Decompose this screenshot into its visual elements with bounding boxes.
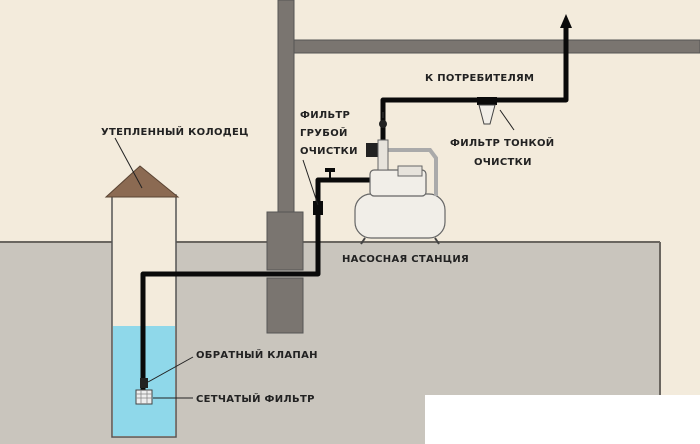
tap-handle bbox=[325, 168, 335, 172]
well-roof bbox=[104, 165, 180, 198]
fine-filter-housing bbox=[477, 97, 497, 105]
label-fine-filter-2: ОЧИСТКИ bbox=[474, 157, 532, 168]
label-to-consumers: К ПОТРЕБИТЕЛЯМ bbox=[425, 73, 534, 84]
label-fine-filter-1: ФИЛЬТР ТОНКОЙ bbox=[450, 136, 554, 149]
ceiling-beam bbox=[293, 39, 700, 54]
check-valve bbox=[140, 378, 148, 388]
coarse-filter-body bbox=[313, 201, 323, 215]
label-mesh-filter: СЕТЧАТЫЙ ФИЛЬТР bbox=[196, 392, 315, 405]
house-wall bbox=[277, 0, 295, 213]
foundation-lower bbox=[266, 277, 304, 334]
label-coarse-filter-3: ОЧИСТКИ bbox=[300, 146, 358, 157]
blank-corner bbox=[425, 395, 700, 444]
arrow-up-icon bbox=[560, 14, 572, 28]
pump-station bbox=[354, 112, 446, 245]
label-pump-station: НАСОСНАЯ СТАНЦИЯ bbox=[342, 254, 469, 265]
mesh-filter bbox=[135, 389, 153, 405]
pressure-gauge bbox=[366, 143, 378, 157]
pump-tank bbox=[354, 193, 446, 239]
leader-coarse-filter bbox=[302, 159, 319, 206]
intake-pipe bbox=[140, 177, 372, 395]
label-insulated-well: УТЕПЛЕННЫЙ КОЛОДЕЦ bbox=[101, 125, 249, 138]
foundation-block bbox=[266, 211, 304, 271]
leader-check-valve bbox=[147, 356, 194, 383]
leader-fine-filter bbox=[499, 109, 515, 131]
label-check-valve: ОБРАТНЫЙ КЛАПАН bbox=[196, 348, 318, 361]
fine-filter-cartridge bbox=[478, 104, 496, 125]
label-coarse-filter-2: ГРУБОЙ bbox=[300, 126, 348, 139]
leader-well bbox=[114, 137, 143, 189]
label-coarse-filter-1: ФИЛЬТР bbox=[300, 110, 350, 121]
